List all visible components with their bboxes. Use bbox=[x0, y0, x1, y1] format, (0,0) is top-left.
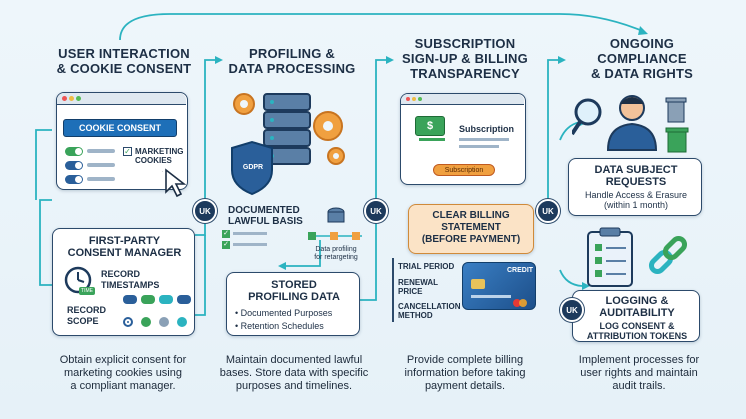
consent-manager-title: FIRST-PARTY CONSENT MANAGER bbox=[67, 235, 182, 259]
gear-icon bbox=[233, 93, 255, 115]
column-1-caption: Obtain explicit consent for marketing co… bbox=[59, 354, 187, 392]
column-2-title: PROFILING & DATA PROCESSING bbox=[228, 46, 356, 76]
data-subject-requests-panel: DATA SUBJECT REQUESTS Handle Access & Er… bbox=[568, 158, 702, 216]
logging-panel: LOGGING & AUDITABILITY LOG CONSENT & ATT… bbox=[572, 290, 700, 342]
scope-pill-teal[interactable] bbox=[159, 295, 173, 304]
credit-card-icon: CREDIT bbox=[462, 262, 536, 310]
marketing-cookies-label: MARKETING COOKIES bbox=[135, 147, 184, 165]
card-chip bbox=[471, 279, 485, 289]
server-gears-illustration bbox=[231, 93, 345, 196]
column-1-title: USER INTERACTION & COOKIE CONSENT bbox=[48, 46, 200, 76]
documented-lawful-basis-label: DOCUMENTED LAWFUL BASIS bbox=[228, 205, 303, 227]
consent-manager-panel: FIRST-PARTY CONSENT MANAGER TIME RECORD … bbox=[52, 228, 195, 336]
money-icon: $ bbox=[415, 116, 445, 136]
column-3-caption: Provide complete billing information bef… bbox=[404, 354, 526, 392]
bullet-purposes: • Documented Purposes bbox=[235, 308, 333, 318]
record-timestamps-label: RECORD TIMESTAMPS bbox=[101, 269, 160, 290]
data-rights-illustration bbox=[572, 95, 689, 153]
data-network-icon bbox=[308, 207, 362, 240]
cookie-consent-banner[interactable]: COOKIE CONSENT bbox=[63, 119, 177, 137]
top-flow-line bbox=[119, 13, 641, 41]
scope-pill-navy[interactable] bbox=[177, 295, 191, 304]
uk-badge-3: UK bbox=[536, 199, 560, 223]
scope-pill-blue[interactable] bbox=[123, 295, 137, 304]
toggle-on-2[interactable] bbox=[65, 161, 83, 170]
trash-icon bbox=[665, 97, 689, 153]
stored-bullets: • Documented Purposes • Retention Schedu… bbox=[235, 307, 332, 333]
uk-badge-1: UK bbox=[193, 199, 217, 223]
subscription-window: $ Subscription Subscription bbox=[400, 93, 526, 185]
stored-profiling-title: STORED PROFILING DATA bbox=[248, 279, 340, 303]
subscription-window-label: Subscription bbox=[459, 124, 515, 134]
record-scope-label: RECORD SCOPE bbox=[67, 305, 107, 326]
maximize-dot-icon bbox=[76, 96, 81, 101]
column-1-title-line-2: & COOKIE CONSENT bbox=[56, 61, 192, 76]
column-1-title-line-1: USER INTERACTION bbox=[58, 46, 190, 61]
uk-badge-4: UK bbox=[560, 298, 584, 322]
uk-badge-2: UK bbox=[364, 199, 388, 223]
subscription-button[interactable]: Subscription bbox=[433, 164, 495, 176]
logging-title: LOGGING & AUDITABILITY bbox=[599, 295, 675, 319]
scope-pill-green[interactable] bbox=[141, 295, 155, 304]
clear-billing-panel: CLEAR BILLING STATEMENT (BEFORE PAYMENT) bbox=[408, 204, 534, 254]
mouse-cursor-icon bbox=[162, 168, 187, 198]
scope-radio-1[interactable] bbox=[123, 317, 133, 327]
close-dot-icon bbox=[62, 96, 67, 101]
cancellation-method-label: CANCELLATION METHOD bbox=[398, 302, 461, 320]
scope-radio-3[interactable] bbox=[159, 317, 169, 327]
audit-illustration bbox=[587, 227, 688, 287]
column-3-title: SUBSCRIPTION SIGN-UP & BILLING TRANSPARE… bbox=[402, 36, 528, 81]
time-tag: TIME bbox=[79, 287, 95, 295]
credit-card-label: CREDIT bbox=[507, 267, 534, 274]
scope-radio-4[interactable] bbox=[177, 317, 187, 327]
person-icon bbox=[606, 95, 658, 151]
subscription-title-bar bbox=[401, 94, 524, 105]
data-profiling-label: Data profiling for retargeting bbox=[314, 246, 358, 261]
minimize-dot-icon bbox=[69, 96, 74, 101]
dsr-title: DATA SUBJECT REQUESTS bbox=[594, 164, 678, 188]
bullet-retention: • Retention Schedules bbox=[235, 321, 324, 331]
check-icon: ✓ bbox=[222, 230, 230, 238]
toggle-on-3[interactable] bbox=[65, 175, 83, 184]
column-4-caption: Implement processes for user rights and … bbox=[578, 354, 700, 392]
clear-billing-title: CLEAR BILLING STATEMENT (BEFORE PAYMENT) bbox=[421, 210, 521, 245]
stored-profiling-panel: STORED PROFILING DATA • Documented Purpo… bbox=[226, 272, 360, 336]
check-icon: ✓ bbox=[222, 241, 230, 249]
toggle-on-1[interactable] bbox=[65, 147, 83, 156]
window-title-bar bbox=[57, 93, 186, 105]
logging-detail: LOG CONSENT & ATTRIBUTION TOKENS bbox=[586, 321, 688, 341]
clock-icon bbox=[64, 266, 92, 294]
billing-list-line bbox=[392, 258, 394, 322]
chain-link-icon bbox=[648, 235, 688, 275]
magnifier-icon bbox=[572, 98, 602, 136]
column-2-caption: Maintain documented lawful bases. Store … bbox=[219, 354, 369, 392]
column-4-title: ONGOING COMPLIANCE & DATA RIGHTS bbox=[590, 36, 694, 81]
scope-radio-2[interactable] bbox=[141, 317, 151, 327]
renewal-price-label: RENEWAL PRICE bbox=[398, 278, 438, 296]
clipboard-icon bbox=[587, 227, 633, 287]
dsr-detail: Handle Access & Erasure (within 1 month) bbox=[584, 190, 688, 210]
gdpr-shield-label: GDPR bbox=[242, 164, 264, 171]
marketing-checkbox[interactable]: ✓ bbox=[123, 147, 132, 156]
trial-period-label: TRIAL PERIOD bbox=[398, 262, 455, 271]
